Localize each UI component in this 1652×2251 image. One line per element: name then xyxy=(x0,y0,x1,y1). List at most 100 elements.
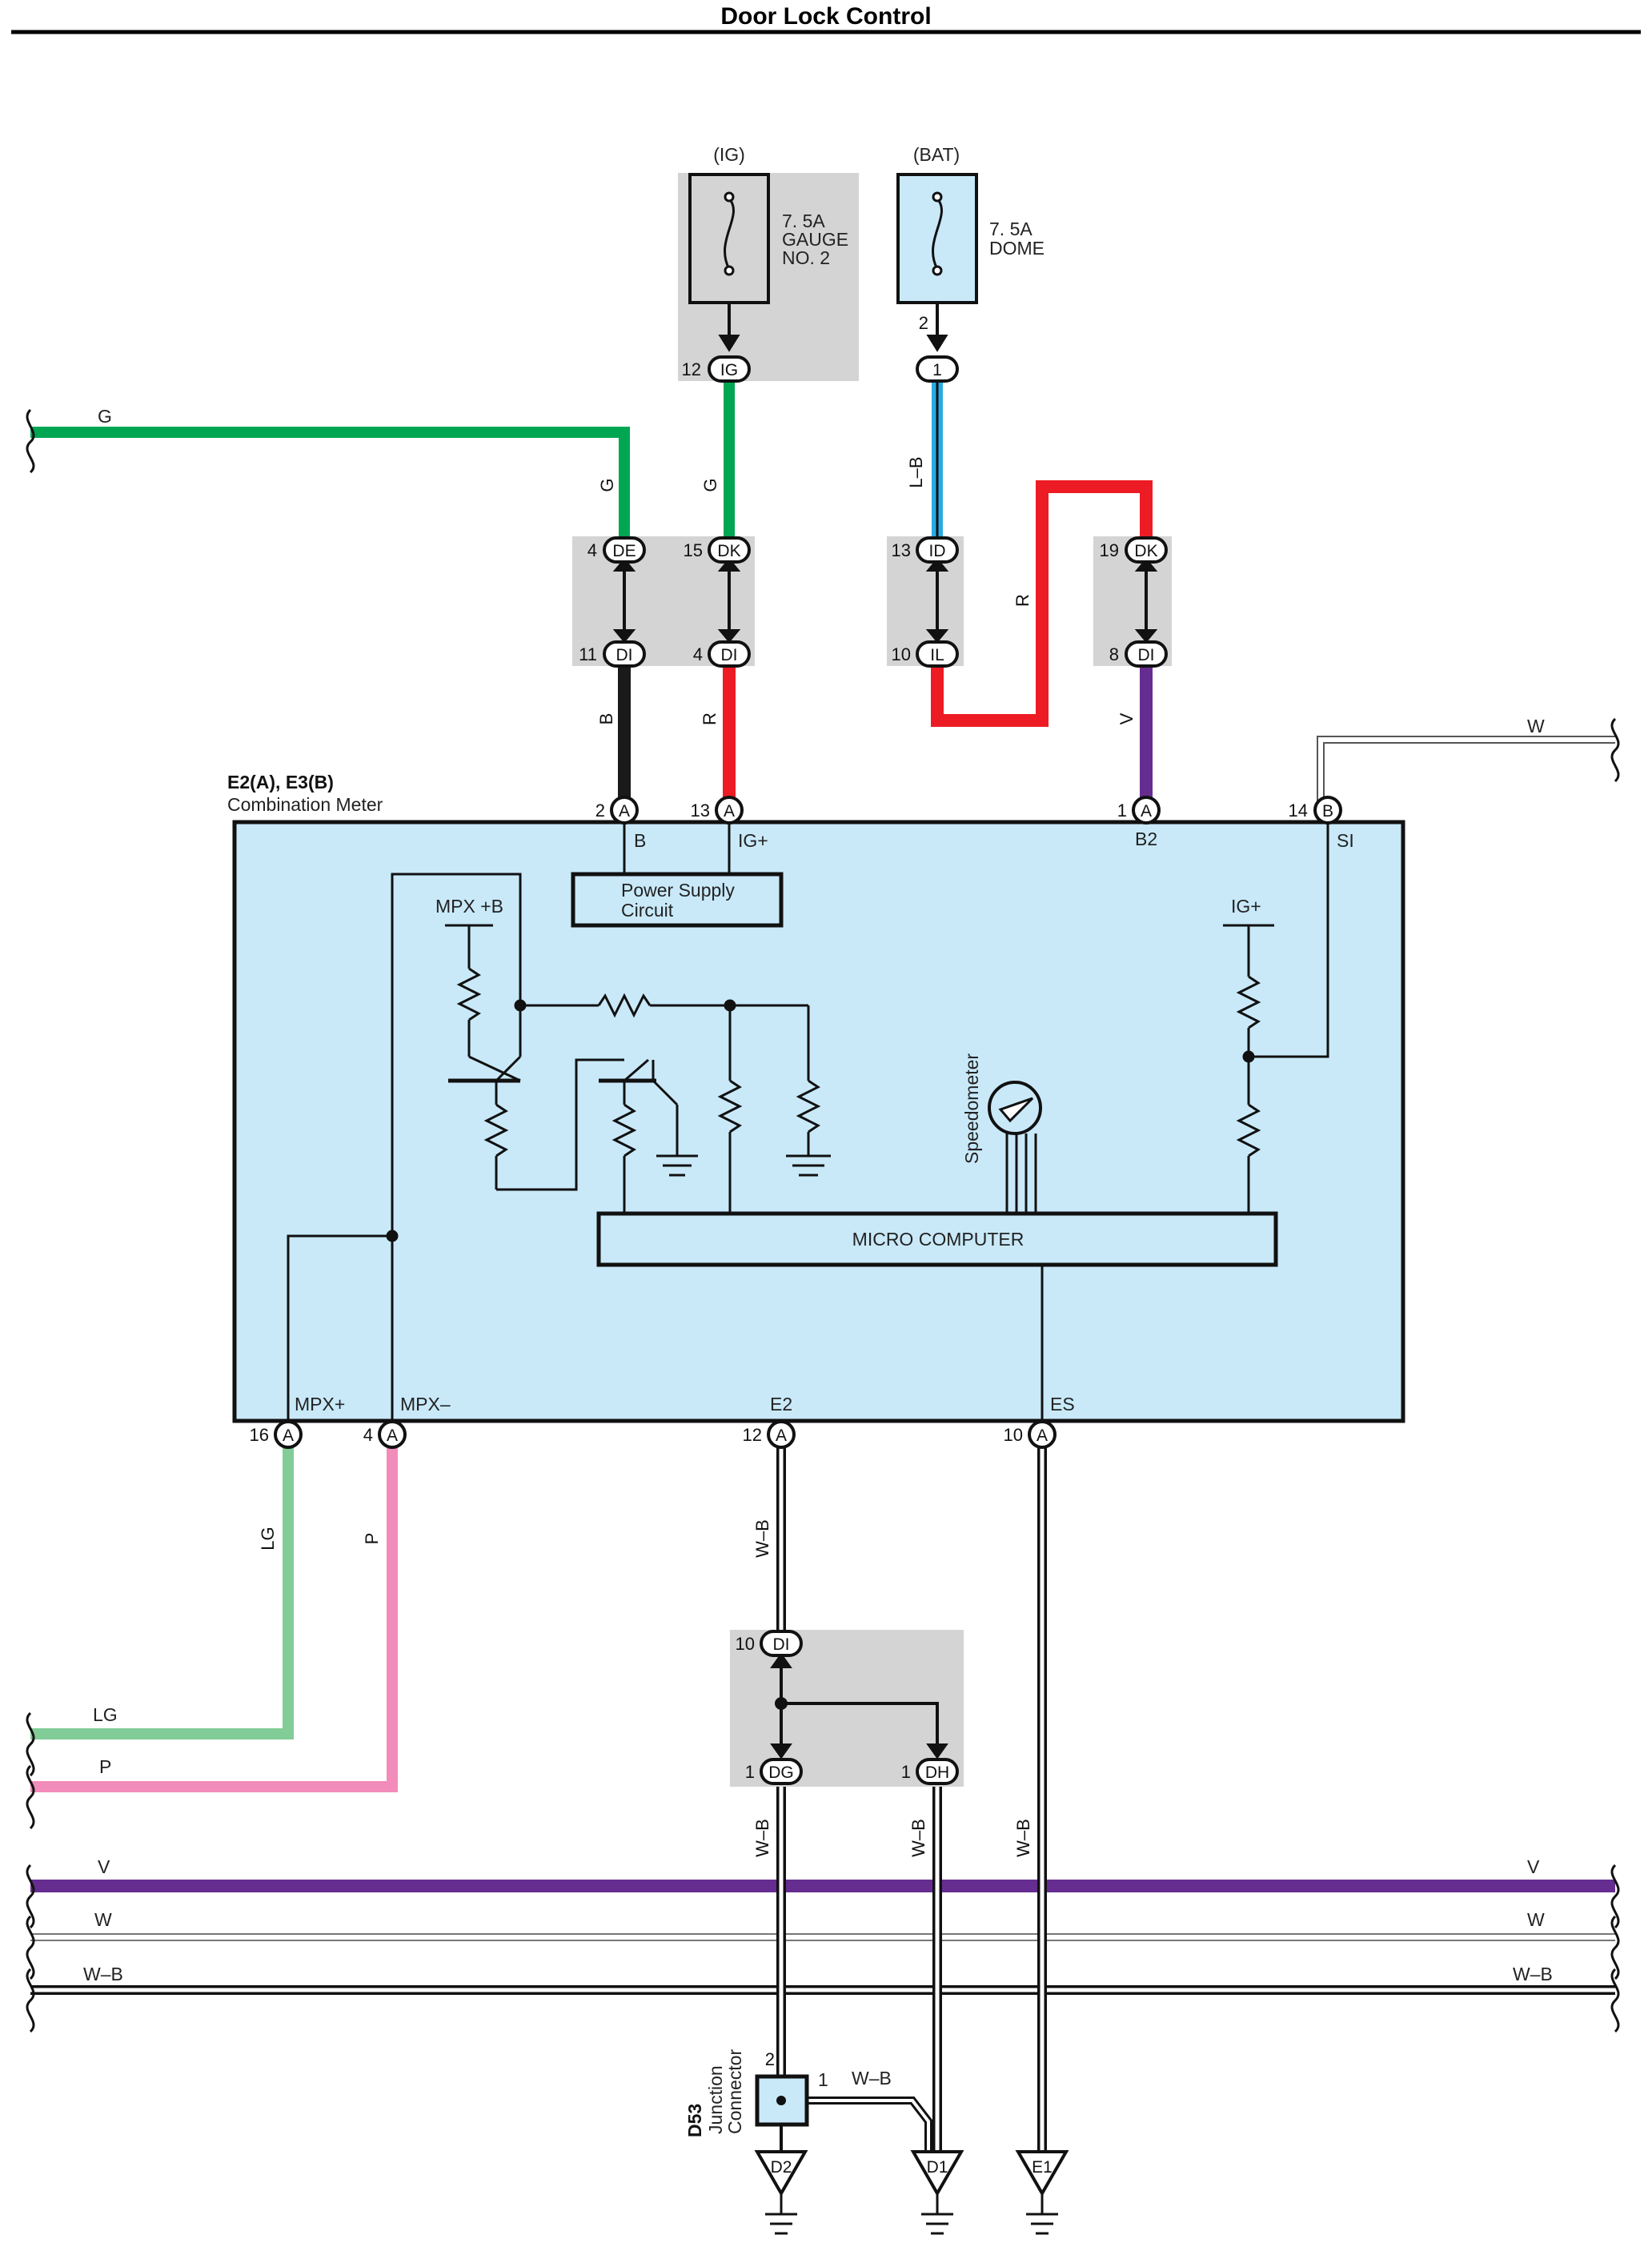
svg-text:DE: DE xyxy=(612,542,636,560)
svg-text:D2: D2 xyxy=(771,2158,792,2177)
pin-dk15: DK 15 xyxy=(684,536,751,564)
pin-bat-1: 1 xyxy=(916,355,959,383)
svg-text:(BAT): (BAT) xyxy=(913,144,960,165)
pin-dk19: DK 19 xyxy=(1100,536,1168,564)
svg-text:8: 8 xyxy=(1109,644,1119,664)
svg-text:19: 19 xyxy=(1100,540,1119,560)
svg-text:13: 13 xyxy=(691,800,710,821)
svg-text:NO. 2: NO. 2 xyxy=(782,247,830,268)
ground-d1: D1 xyxy=(910,2150,964,2235)
svg-text:E1: E1 xyxy=(1032,2158,1053,2177)
svg-text:DI: DI xyxy=(616,646,633,664)
svg-text:IL: IL xyxy=(930,646,944,664)
pin-b14: B 14 xyxy=(1289,796,1342,825)
pin-di11: DI 11 xyxy=(579,640,646,668)
fuse-ig-gauge: (IG) 7. 5A GAUGE NO. 2 xyxy=(678,144,859,381)
svg-text:1: 1 xyxy=(1117,800,1127,821)
svg-text:W–B: W–B xyxy=(1513,1964,1553,1984)
svg-text:1: 1 xyxy=(818,2069,828,2090)
svg-text:W–B: W–B xyxy=(852,2068,892,2088)
wire-wb-e2: W–B xyxy=(752,1437,786,1633)
pin-dg: DG 1 xyxy=(745,1758,803,1785)
wire-label-w-right: W xyxy=(1527,716,1545,736)
svg-text:12: 12 xyxy=(743,1425,762,1445)
wire-label-g-left: G xyxy=(98,406,112,427)
ground-e1: E1 xyxy=(1015,2150,1069,2235)
page-title: Door Lock Control xyxy=(720,3,931,30)
svg-text:12: 12 xyxy=(682,359,701,379)
svg-text:A: A xyxy=(619,802,630,821)
svg-text:E2: E2 xyxy=(770,1394,792,1414)
svg-text:2: 2 xyxy=(765,2049,775,2069)
pin-a4: A 4 xyxy=(363,1420,407,1449)
wire-wb-jc: W–B xyxy=(808,2068,932,2152)
svg-text:10: 10 xyxy=(1004,1425,1023,1445)
svg-text:SI: SI xyxy=(1337,830,1354,851)
svg-text:DH: DH xyxy=(925,1763,949,1782)
svg-text:ES: ES xyxy=(1050,1394,1075,1414)
pin-ig: IG 12 xyxy=(682,355,751,383)
svg-text:A: A xyxy=(1141,802,1152,821)
pin-de: DE 4 xyxy=(587,536,646,564)
pin-di4: DI 4 xyxy=(693,640,751,668)
svg-text:A: A xyxy=(776,1426,787,1445)
svg-text:10: 10 xyxy=(892,644,911,664)
wire-label-lg-vertical: LG xyxy=(258,1527,278,1550)
svg-text:W–B: W–B xyxy=(1013,1819,1033,1857)
svg-text:V: V xyxy=(1527,1856,1540,1877)
pin-il: IL 10 xyxy=(892,640,959,668)
svg-text:W–B: W–B xyxy=(83,1964,123,1984)
svg-text:7. 5A: 7. 5A xyxy=(989,219,1032,239)
svg-text:DI: DI xyxy=(773,1635,790,1654)
svg-text:7. 5A: 7. 5A xyxy=(782,211,825,231)
svg-text:B2: B2 xyxy=(1135,829,1157,849)
pin-di10: DI 10 xyxy=(736,1630,803,1657)
svg-text:D53: D53 xyxy=(684,2104,705,2137)
wire-break-marks xyxy=(26,408,1620,2033)
wire-label-v: V xyxy=(1117,712,1137,724)
svg-text:1: 1 xyxy=(932,361,942,379)
svg-text:MPX+: MPX+ xyxy=(295,1394,345,1414)
wire-w-right xyxy=(1317,736,1615,809)
svg-text:IG+: IG+ xyxy=(1231,896,1261,917)
wire-label-p-left: P xyxy=(99,1756,111,1777)
bus-lines: V V W W W–B W–B xyxy=(30,1856,1615,2001)
svg-text:DK: DK xyxy=(717,542,740,560)
svg-text:11: 11 xyxy=(579,644,597,664)
svg-text:A: A xyxy=(387,1426,398,1445)
svg-text:15: 15 xyxy=(684,540,703,560)
meter-ids: E2(A), E3(B) xyxy=(227,772,334,792)
svg-text:(IG): (IG) xyxy=(713,144,745,165)
svg-text:B: B xyxy=(1322,802,1333,821)
svg-text:MPX +B: MPX +B xyxy=(435,896,503,917)
svg-text:A: A xyxy=(724,802,735,821)
svg-text:DI: DI xyxy=(1138,646,1155,664)
svg-text:Power Supply: Power Supply xyxy=(621,880,735,901)
svg-text:W: W xyxy=(1527,1909,1545,1930)
pin-a2: A 2 xyxy=(595,796,639,825)
wire-label-g-ig: G xyxy=(700,478,720,492)
combination-meter xyxy=(232,820,1405,1423)
svg-text:GAUGE: GAUGE xyxy=(782,229,848,250)
svg-text:IG+: IG+ xyxy=(738,830,768,851)
wire-label-r-loop: R xyxy=(1012,594,1032,607)
connector-pins: IG 12 1 DE 4 DK 15 ID 13 DK 19 D xyxy=(250,355,1342,1785)
wire-wb-es: W–B xyxy=(1013,1437,1047,2152)
svg-text:DG: DG xyxy=(768,1763,794,1782)
svg-text:W–B: W–B xyxy=(752,1819,772,1857)
svg-text:Junction: Junction xyxy=(705,2065,726,2134)
wire-label-lb: L–B xyxy=(906,456,926,488)
svg-text:A: A xyxy=(283,1426,294,1445)
wire-lg xyxy=(30,1437,294,1739)
pin-dh: DH 1 xyxy=(901,1758,959,1785)
svg-text:2: 2 xyxy=(919,313,928,333)
svg-text:Connector: Connector xyxy=(724,2049,745,2134)
svg-text:DOME: DOME xyxy=(989,238,1045,259)
svg-text:4: 4 xyxy=(587,540,597,560)
wire-g-left xyxy=(30,427,630,544)
svg-text:4: 4 xyxy=(693,644,703,664)
pin-a16: A 16 xyxy=(250,1420,303,1449)
svg-text:1: 1 xyxy=(745,1762,755,1782)
pin-a13: A 13 xyxy=(691,796,744,825)
wire-label-p-vertical: P xyxy=(362,1533,382,1545)
